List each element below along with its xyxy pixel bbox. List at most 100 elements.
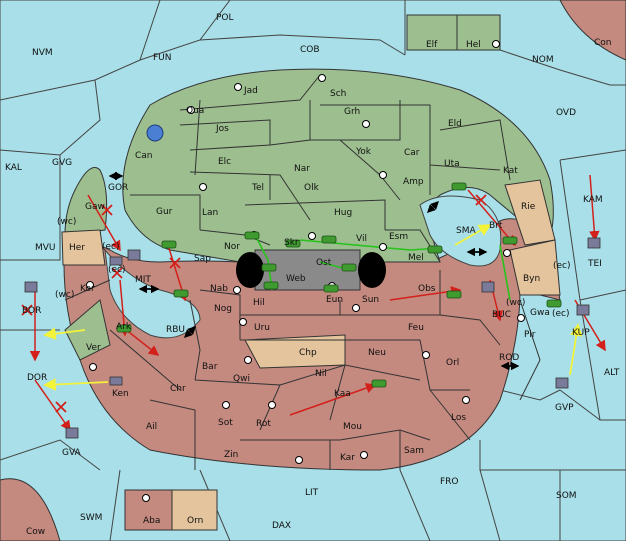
region-orn [171, 489, 218, 531]
army-mel [427, 245, 443, 254]
label-eld: Eld [448, 119, 462, 129]
green-units [116, 182, 562, 388]
region-her [61, 229, 106, 266]
fleet-ken [109, 376, 123, 386]
label-dor: DOR [27, 373, 47, 383]
army-nab [173, 289, 189, 298]
label-mvu: MVU [35, 243, 56, 253]
label-rbu: RBU [166, 325, 185, 335]
label-nom: NOM [532, 55, 554, 65]
fleet-kup [576, 304, 590, 316]
army-obs [446, 290, 462, 299]
label-chp: Chp [299, 348, 317, 358]
label-dax: DAX [272, 521, 291, 531]
region-ver [64, 299, 111, 361]
label-amp: Amp [403, 177, 424, 187]
label-pir: Pir [524, 330, 536, 340]
fleet-mit [127, 249, 141, 261]
red-borders [64, 270, 541, 470]
fleet-bor [24, 281, 38, 293]
label-los: Los [451, 413, 466, 423]
label-swm: SWM [80, 513, 102, 523]
fleet-tei [587, 237, 601, 249]
label-brt: Brt [489, 221, 503, 231]
label-rot: Rot [256, 419, 271, 429]
label-sch: Sch [330, 89, 346, 99]
label-chr: Chr [170, 384, 186, 394]
label-nog: Nog [214, 304, 232, 314]
label-gvp: GVP [555, 403, 574, 413]
label-fun: FUN [153, 53, 172, 63]
army-brt [502, 236, 518, 245]
label-gwa: Gwa [530, 308, 550, 318]
sea-mit [104, 248, 201, 339]
passage-arrows [108, 171, 520, 371]
label-gur: Gur [156, 207, 173, 217]
label-ost: Ost [316, 258, 332, 268]
label-ec2: (ec) [553, 261, 571, 271]
label-sma: SMA [456, 226, 476, 236]
army-uta [451, 182, 467, 191]
label-orl: Orl [446, 358, 459, 368]
army-web [261, 263, 277, 272]
label-obs: Obs [418, 284, 436, 294]
label-byn: Byn [523, 274, 540, 284]
army-eun [323, 284, 339, 293]
region-elf [406, 14, 458, 51]
region-labels: POL COB FUN NVM NOM Con OVD KAL GVG KAM … [5, 13, 620, 537]
fleet-gvp [555, 377, 569, 389]
label-fro: FRO [440, 477, 459, 487]
label-esm: Esm [389, 232, 408, 242]
label-jad: Jad [243, 86, 258, 96]
label-bar: Bar [202, 362, 218, 372]
label-wc2: (wc) [55, 290, 74, 300]
label-elc: Elc [218, 157, 231, 167]
label-nvm: NVM [32, 48, 53, 58]
army-hil [263, 281, 279, 290]
label-sam: Sam [404, 446, 424, 456]
label-wc1: (wc) [57, 217, 76, 227]
label-kor: Kor [80, 284, 95, 294]
army-nor [244, 231, 260, 240]
label-sap: Sap [194, 254, 211, 264]
army-skr [285, 239, 301, 248]
label-wc3: (wc) [506, 298, 525, 308]
label-jos: Jos [215, 124, 229, 134]
army-ark [116, 324, 132, 333]
label-buc: BUC [492, 310, 511, 320]
label-alt: ALT [604, 368, 620, 378]
label-zin: Zin [224, 450, 238, 460]
label-uru: Uru [254, 323, 270, 333]
label-kat: Kat [503, 166, 518, 176]
label-nil: Nil [315, 369, 327, 379]
army-gwa [546, 299, 562, 308]
capsule-left [236, 252, 264, 288]
label-vil: Vil [356, 234, 367, 244]
label-aba: Aba [143, 516, 160, 526]
label-kar: Kar [340, 453, 355, 463]
label-con: Con [594, 38, 612, 48]
label-mou: Mou [343, 422, 362, 432]
northern-landmass [122, 68, 554, 263]
label-hel: Hel [466, 40, 481, 50]
fleet-gva [65, 427, 79, 439]
label-her: Her [69, 243, 85, 253]
label-mit: MIT [135, 275, 151, 285]
label-elf: Elf [426, 40, 438, 50]
label-sun: Sun [362, 295, 379, 305]
label-web: Web [286, 274, 306, 284]
label-ec1: (ec) [102, 242, 120, 252]
army-kaa [371, 379, 387, 388]
label-uta: Uta [444, 159, 460, 169]
label-car: Car [404, 148, 420, 158]
green-borders [130, 74, 511, 263]
label-grh: Grh [344, 107, 360, 117]
label-rod: ROD [499, 353, 519, 363]
label-lit: LIT [305, 488, 319, 498]
army-ost [341, 263, 357, 272]
label-ark: Ark [116, 322, 132, 332]
label-ken: Ken [112, 389, 129, 399]
label-kal: KAL [5, 163, 22, 173]
